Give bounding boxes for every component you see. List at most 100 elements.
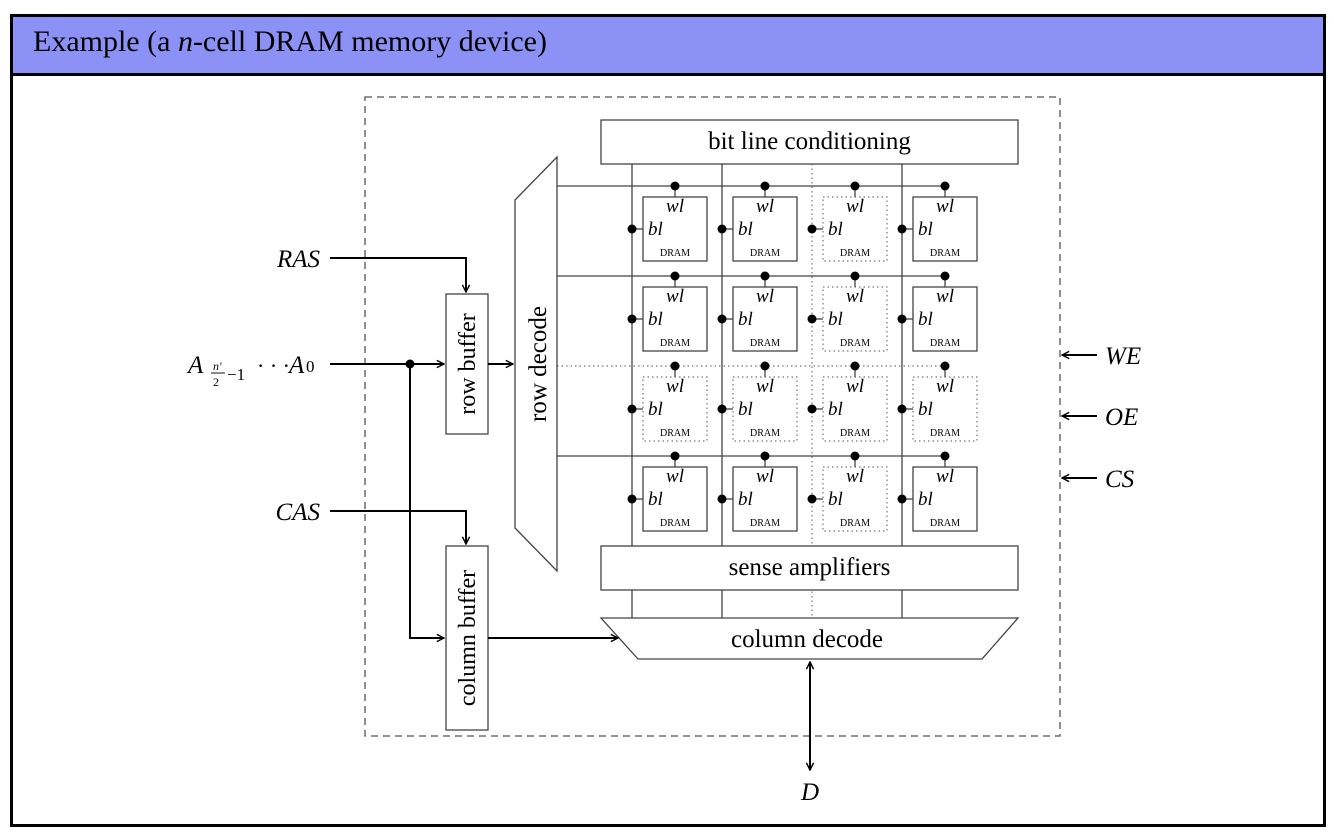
wl-junction-dot <box>850 271 860 281</box>
cell-type-label: DRAM <box>930 428 960 439</box>
wl-junction-dot <box>760 271 770 281</box>
cell-type-label: DRAM <box>750 518 780 529</box>
address-high-letter: A <box>186 352 204 379</box>
row-decode-block: row decode <box>514 155 558 573</box>
cell-box <box>642 466 708 532</box>
cell-bl-label: bl <box>828 219 843 240</box>
cell-bl-label: bl <box>738 489 753 510</box>
wl-junction-dot <box>670 451 680 461</box>
device-boundary <box>364 96 1061 737</box>
bl-junction-dot <box>807 224 817 234</box>
wl-junction-dot <box>940 361 950 371</box>
wl-junction-dot <box>850 361 860 371</box>
wl-junction-dot <box>670 181 680 191</box>
wl-junction-dot <box>940 271 950 281</box>
cell-bl-label: bl <box>648 489 663 510</box>
cell-wl-label: wl <box>756 286 774 307</box>
cell-box <box>822 376 888 442</box>
column-buffer-label: column buffer <box>455 570 481 706</box>
bit-line-conditioning-label: bit line conditioning <box>708 128 911 155</box>
cs-label: CS <box>1105 466 1135 493</box>
cell-bl-label: bl <box>738 219 753 240</box>
oe-label: OE <box>1105 404 1138 431</box>
cell-type-label: DRAM <box>750 338 780 349</box>
row-buffer-label: row buffer <box>455 313 481 415</box>
bl-junction-dot <box>807 494 817 504</box>
wl-junction-dot <box>670 271 680 281</box>
cell-array: wlblDRAMwlblDRAMwlblDRAMwlblDRAMwlblDRAM… <box>627 181 978 532</box>
title-prefix: Example (a <box>33 25 178 58</box>
title-variable: n <box>177 25 193 58</box>
signal-wires <box>330 257 1097 770</box>
bl-junction-dot <box>627 404 637 414</box>
bl-junction-dot <box>897 314 907 324</box>
row-decode-label: row decode <box>525 306 552 422</box>
cell-wl-label: wl <box>756 466 774 487</box>
wl-junction-dot <box>670 361 680 371</box>
cell-wl-label: wl <box>846 286 864 307</box>
cell-box <box>732 376 798 442</box>
ras-wire <box>330 257 466 292</box>
cas-wire <box>330 510 466 544</box>
cell-type-label: DRAM <box>660 338 690 349</box>
wl-junction-dot <box>760 361 770 371</box>
address-label: A n′ 2 −1 · · · A 0 <box>186 352 315 389</box>
bl-junction-dot <box>807 404 817 414</box>
wl-junction-dot <box>760 451 770 461</box>
cell-type-label: DRAM <box>660 248 690 259</box>
row-buffer-block: row buffer <box>445 293 489 435</box>
bl-junction-dot <box>897 404 907 414</box>
cell-box <box>732 286 798 352</box>
cell-bl-label: bl <box>648 219 663 240</box>
cell-bl-label: bl <box>828 309 843 330</box>
cell-type-label: DRAM <box>750 428 780 439</box>
address-sub-tail: −1 <box>227 365 245 384</box>
cas-label: CAS <box>276 499 321 526</box>
bl-junction-dot <box>807 314 817 324</box>
wl-junction-dot <box>940 451 950 461</box>
cell-bl-label: bl <box>918 399 933 420</box>
cell-wl-label: wl <box>666 286 684 307</box>
column-buffer-block: column buffer <box>445 545 489 731</box>
cell-box <box>642 196 708 262</box>
data-label: D <box>800 779 819 806</box>
bl-junction-dot <box>717 314 727 324</box>
cell-wl-label: wl <box>756 376 774 397</box>
cell-wl-label: wl <box>936 286 954 307</box>
bl-junction-dot <box>627 314 637 324</box>
address-low-sub: 0 <box>306 357 315 376</box>
wl-junction-dot <box>940 181 950 191</box>
cell-type-label: DRAM <box>930 248 960 259</box>
we-label: WE <box>1105 343 1141 370</box>
address-junction-dot <box>405 359 415 369</box>
cell-type-label: DRAM <box>660 518 690 529</box>
address-sub-numerator: n′ <box>213 359 222 373</box>
sense-amplifiers-block: sense amplifiers <box>600 545 1019 591</box>
cell-wl-label: wl <box>666 196 684 217</box>
cell-bl-label: bl <box>918 309 933 330</box>
cell-bl-label: bl <box>828 489 843 510</box>
cell-box <box>732 466 798 532</box>
bl-junction-dot <box>897 224 907 234</box>
grid-lines <box>557 164 946 618</box>
example-header: Example (a n-cell DRAM memory device) <box>13 17 1323 76</box>
cell-box <box>912 196 978 262</box>
address-sub-denominator: 2 <box>213 375 219 389</box>
cell-bl-label: bl <box>738 399 753 420</box>
cell-type-label: DRAM <box>930 338 960 349</box>
cell-wl-label: wl <box>666 466 684 487</box>
